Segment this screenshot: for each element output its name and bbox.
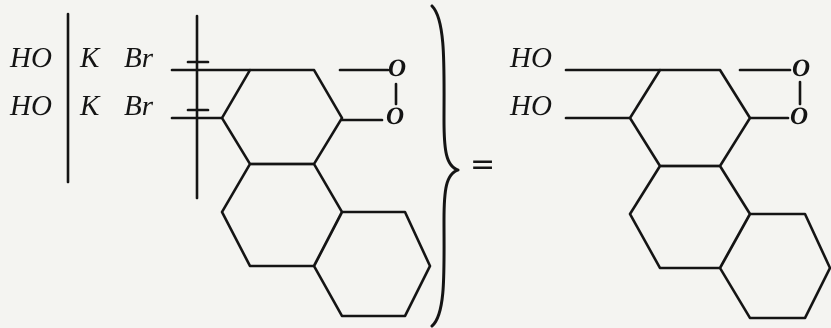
equals-sign: = bbox=[470, 147, 496, 182]
reactant-bromine-top: Br bbox=[124, 42, 153, 74]
product-oxygen-bottom: O bbox=[790, 103, 809, 130]
product-oxygen-top: O bbox=[792, 55, 811, 82]
reactant-ring-bottom bbox=[312, 210, 432, 318]
reactant-hydroxyl-bottom: HO bbox=[10, 90, 52, 122]
product-hydroxyl-bottom: HO bbox=[510, 90, 552, 122]
reactant-oxygen-bottom: O bbox=[386, 103, 405, 130]
reactant-potassium-bottom: K bbox=[80, 90, 100, 122]
reactant-ring-top bbox=[220, 68, 344, 166]
reactant-oxygen-top: O bbox=[388, 55, 407, 82]
reactant-potassium-top: K bbox=[80, 42, 100, 74]
product-hydroxyl-top: HO bbox=[510, 42, 552, 74]
reactant-hydroxyl-top: HO bbox=[10, 42, 52, 74]
reactant-bromine-bottom: Br bbox=[124, 90, 153, 122]
reactant-ring-middle bbox=[220, 162, 344, 268]
product-ring-top bbox=[628, 68, 752, 168]
product-ring-bottom bbox=[718, 212, 831, 320]
product-ring-middle bbox=[628, 164, 752, 270]
brace bbox=[430, 4, 460, 328]
